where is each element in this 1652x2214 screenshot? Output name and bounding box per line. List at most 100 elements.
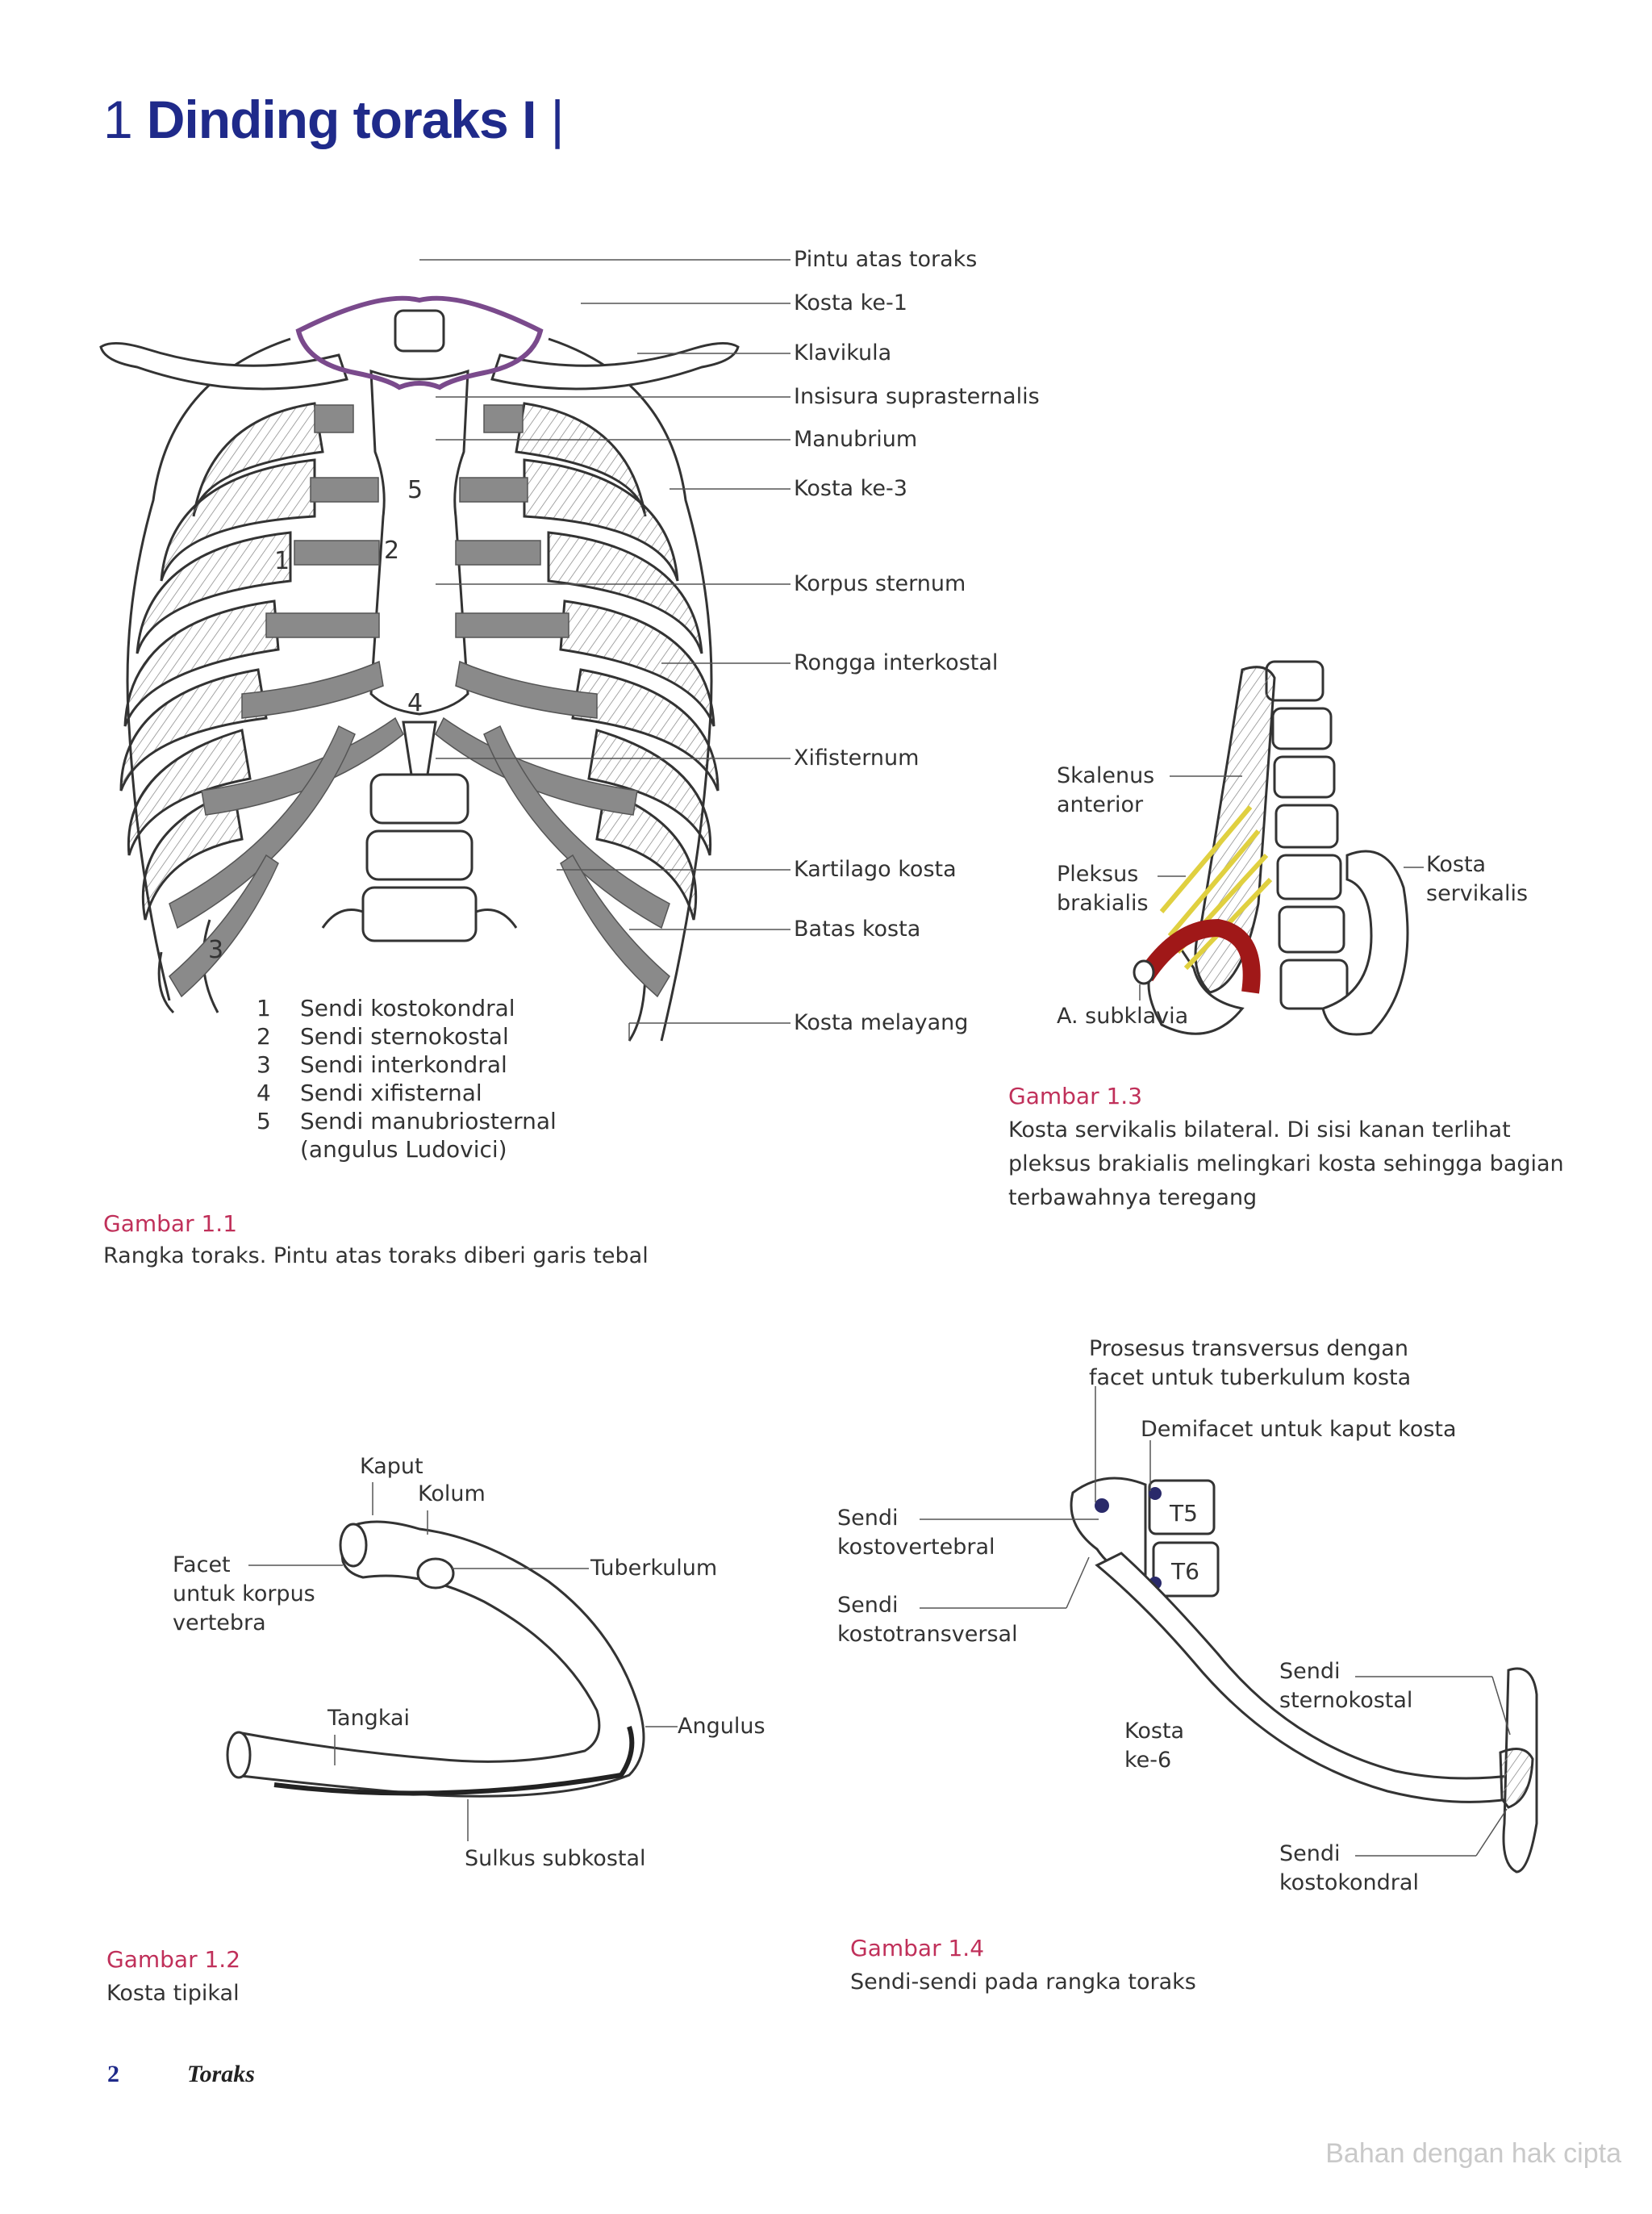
fig3-leader-lines — [1139, 775, 1424, 1000]
label-korpus-sternum: Korpus sternum — [794, 571, 966, 596]
fig2-leader-lines — [248, 1482, 678, 1841]
label-sendi-kostotransversal: Sendi kostotransversal — [837, 1593, 1018, 1647]
label-manubrium: Manubrium — [794, 427, 918, 452]
legend-number — [257, 1135, 300, 1163]
joints-figure — [1070, 1477, 1538, 1874]
legend-text: Sendi interkondral — [300, 1051, 507, 1078]
label-batas-kosta: Batas kosta — [794, 917, 921, 942]
legend-text: Sendi xifisternal — [300, 1080, 482, 1106]
brachial-plexus — [1159, 805, 1273, 971]
footer-page-number: 2 — [107, 2061, 119, 2087]
marker-1: 1 — [274, 547, 290, 575]
label-tangkai: Tangkai — [327, 1706, 411, 1731]
legend-number: 4 — [257, 1080, 271, 1106]
label-sulkus-subkostal: Sulkus subkostal — [465, 1846, 646, 1871]
fig4-leader-lines — [920, 1386, 1511, 1857]
label-sendi-kostokondral: Sendi kostokondral — [1279, 1841, 1419, 1895]
fig3-caption-title: Gambar 1.3 — [1008, 1083, 1143, 1109]
clavicle-right — [490, 342, 740, 391]
fig1-leader-lines — [419, 259, 791, 1041]
legend-row: 3 Sendi interkondral — [257, 1051, 557, 1079]
legend-text: (angulus Ludovici) — [300, 1136, 507, 1163]
rib-end — [226, 1731, 252, 1779]
typical-rib-figure — [226, 1520, 645, 1798]
marker-2: 2 — [384, 537, 400, 565]
legend-row: 5 Sendi manubriosternal — [257, 1107, 557, 1135]
rib-cage-outline — [126, 337, 713, 1042]
vertebra-t5 — [1148, 1479, 1216, 1535]
legend-row: (angulus Ludovici) — [257, 1135, 557, 1163]
label-kosta-1: Kosta ke-1 — [794, 290, 907, 315]
marker-4: 4 — [407, 689, 423, 717]
fig2-caption-text: Kosta tipikal — [106, 1981, 240, 2006]
label-t6: T6 — [1171, 1558, 1199, 1585]
cervical-rib-figure — [1133, 660, 1409, 1036]
label-a-subklavia: A. subklavia — [1057, 1004, 1189, 1029]
legend-text: Sendi kostokondral — [300, 995, 515, 1021]
legend-number: 3 — [257, 1051, 271, 1078]
subclavian-artery — [1137, 918, 1261, 994]
clavicle-left — [99, 342, 348, 391]
legend-row: 2 Sendi sternokostal — [257, 1022, 557, 1051]
fig4-caption-title: Gambar 1.4 — [850, 1935, 985, 1961]
marker-3: 3 — [208, 936, 224, 964]
legend-text: Sendi manubriosternal — [300, 1108, 557, 1134]
costal-cartilages — [169, 404, 670, 998]
watermark: Bahan dengan hak cipta — [1325, 2138, 1621, 2169]
label-pleksus-brakialis: Pleksus brakialis — [1057, 862, 1149, 916]
xiphoid — [402, 721, 437, 776]
fig1-caption-text: Rangka toraks. Pintu atas toraks diberi … — [103, 1243, 649, 1268]
ribs-right — [515, 402, 720, 921]
label-kartilago-kosta: Kartilago kosta — [794, 857, 957, 882]
fig1-caption-title: Gambar 1.1 — [103, 1210, 238, 1237]
cervical-vertebrae — [1265, 660, 1349, 1010]
subcostal-groove — [273, 1726, 635, 1796]
label-tuberkulum: Tuberkulum — [590, 1556, 718, 1581]
legend-text: Sendi sternokostal — [300, 1023, 509, 1050]
label-kosta-3: Kosta ke-3 — [794, 476, 907, 501]
chapter-title: Dinding toraks I — [146, 90, 537, 149]
title-bar: | — [550, 90, 564, 149]
label-demifacet: Demifacet untuk kaput kosta — [1141, 1417, 1457, 1442]
label-klavikula: Klavikula — [794, 340, 892, 366]
rib-head — [339, 1523, 368, 1568]
label-kosta-melayang: Kosta melayang — [794, 1010, 969, 1035]
sternum — [369, 369, 469, 716]
legend-row: 1 Sendi kostokondral — [257, 994, 557, 1022]
legend-number: 5 — [257, 1108, 271, 1134]
label-sendi-kostovertebral: Sendi kostovertebral — [837, 1506, 995, 1560]
marker-5: 5 — [407, 476, 423, 504]
rib-body — [230, 1520, 645, 1798]
label-kosta-servikalis: Kosta servikalis — [1426, 852, 1529, 906]
fig3-caption-text: Kosta servikalis bilateral. Di sisi kana… — [1008, 1117, 1564, 1210]
costal-cartilage-6 — [1499, 1748, 1534, 1809]
vertebra-t6 — [1152, 1541, 1220, 1598]
label-kaput: Kaput — [360, 1454, 423, 1479]
label-sendi-sternokostal: Sendi sternokostal — [1279, 1659, 1413, 1713]
cervical-rib-right — [1321, 850, 1409, 1036]
footer-section-title: Toraks — [187, 2061, 255, 2087]
rib-cage-figure — [99, 295, 740, 1042]
label-pintu-atas-toraks: Pintu atas toraks — [794, 247, 978, 272]
rib-tubercle — [416, 1557, 455, 1589]
label-insisura: Insisura suprasternalis — [794, 384, 1040, 409]
label-t5: T5 — [1170, 1500, 1198, 1527]
label-kosta-6: Kosta ke-6 — [1124, 1719, 1185, 1773]
legend-number: 1 — [257, 995, 271, 1021]
label-kolum: Kolum — [418, 1481, 486, 1506]
chapter-number: 1 — [103, 90, 133, 149]
fig4-caption-text: Sendi-sendi pada rangka toraks — [850, 1970, 1196, 1995]
fig2-caption-title: Gambar 1.2 — [106, 1946, 241, 1973]
spine — [321, 773, 518, 942]
label-skalenus-anterior: Skalenus anterior — [1057, 763, 1155, 817]
legend-number: 2 — [257, 1023, 271, 1050]
thoracic-inlet-outline — [295, 295, 544, 391]
label-rongga-interkostal: Rongga interkostal — [794, 650, 999, 675]
ribs-left — [119, 402, 324, 921]
label-prosesus-transversus: Prosesus transversus dengan facet untuk … — [1089, 1336, 1412, 1390]
legend-row: 4 Sendi xifisternal — [257, 1079, 557, 1107]
label-facet: Facet untuk korpus vertebra — [173, 1552, 315, 1635]
